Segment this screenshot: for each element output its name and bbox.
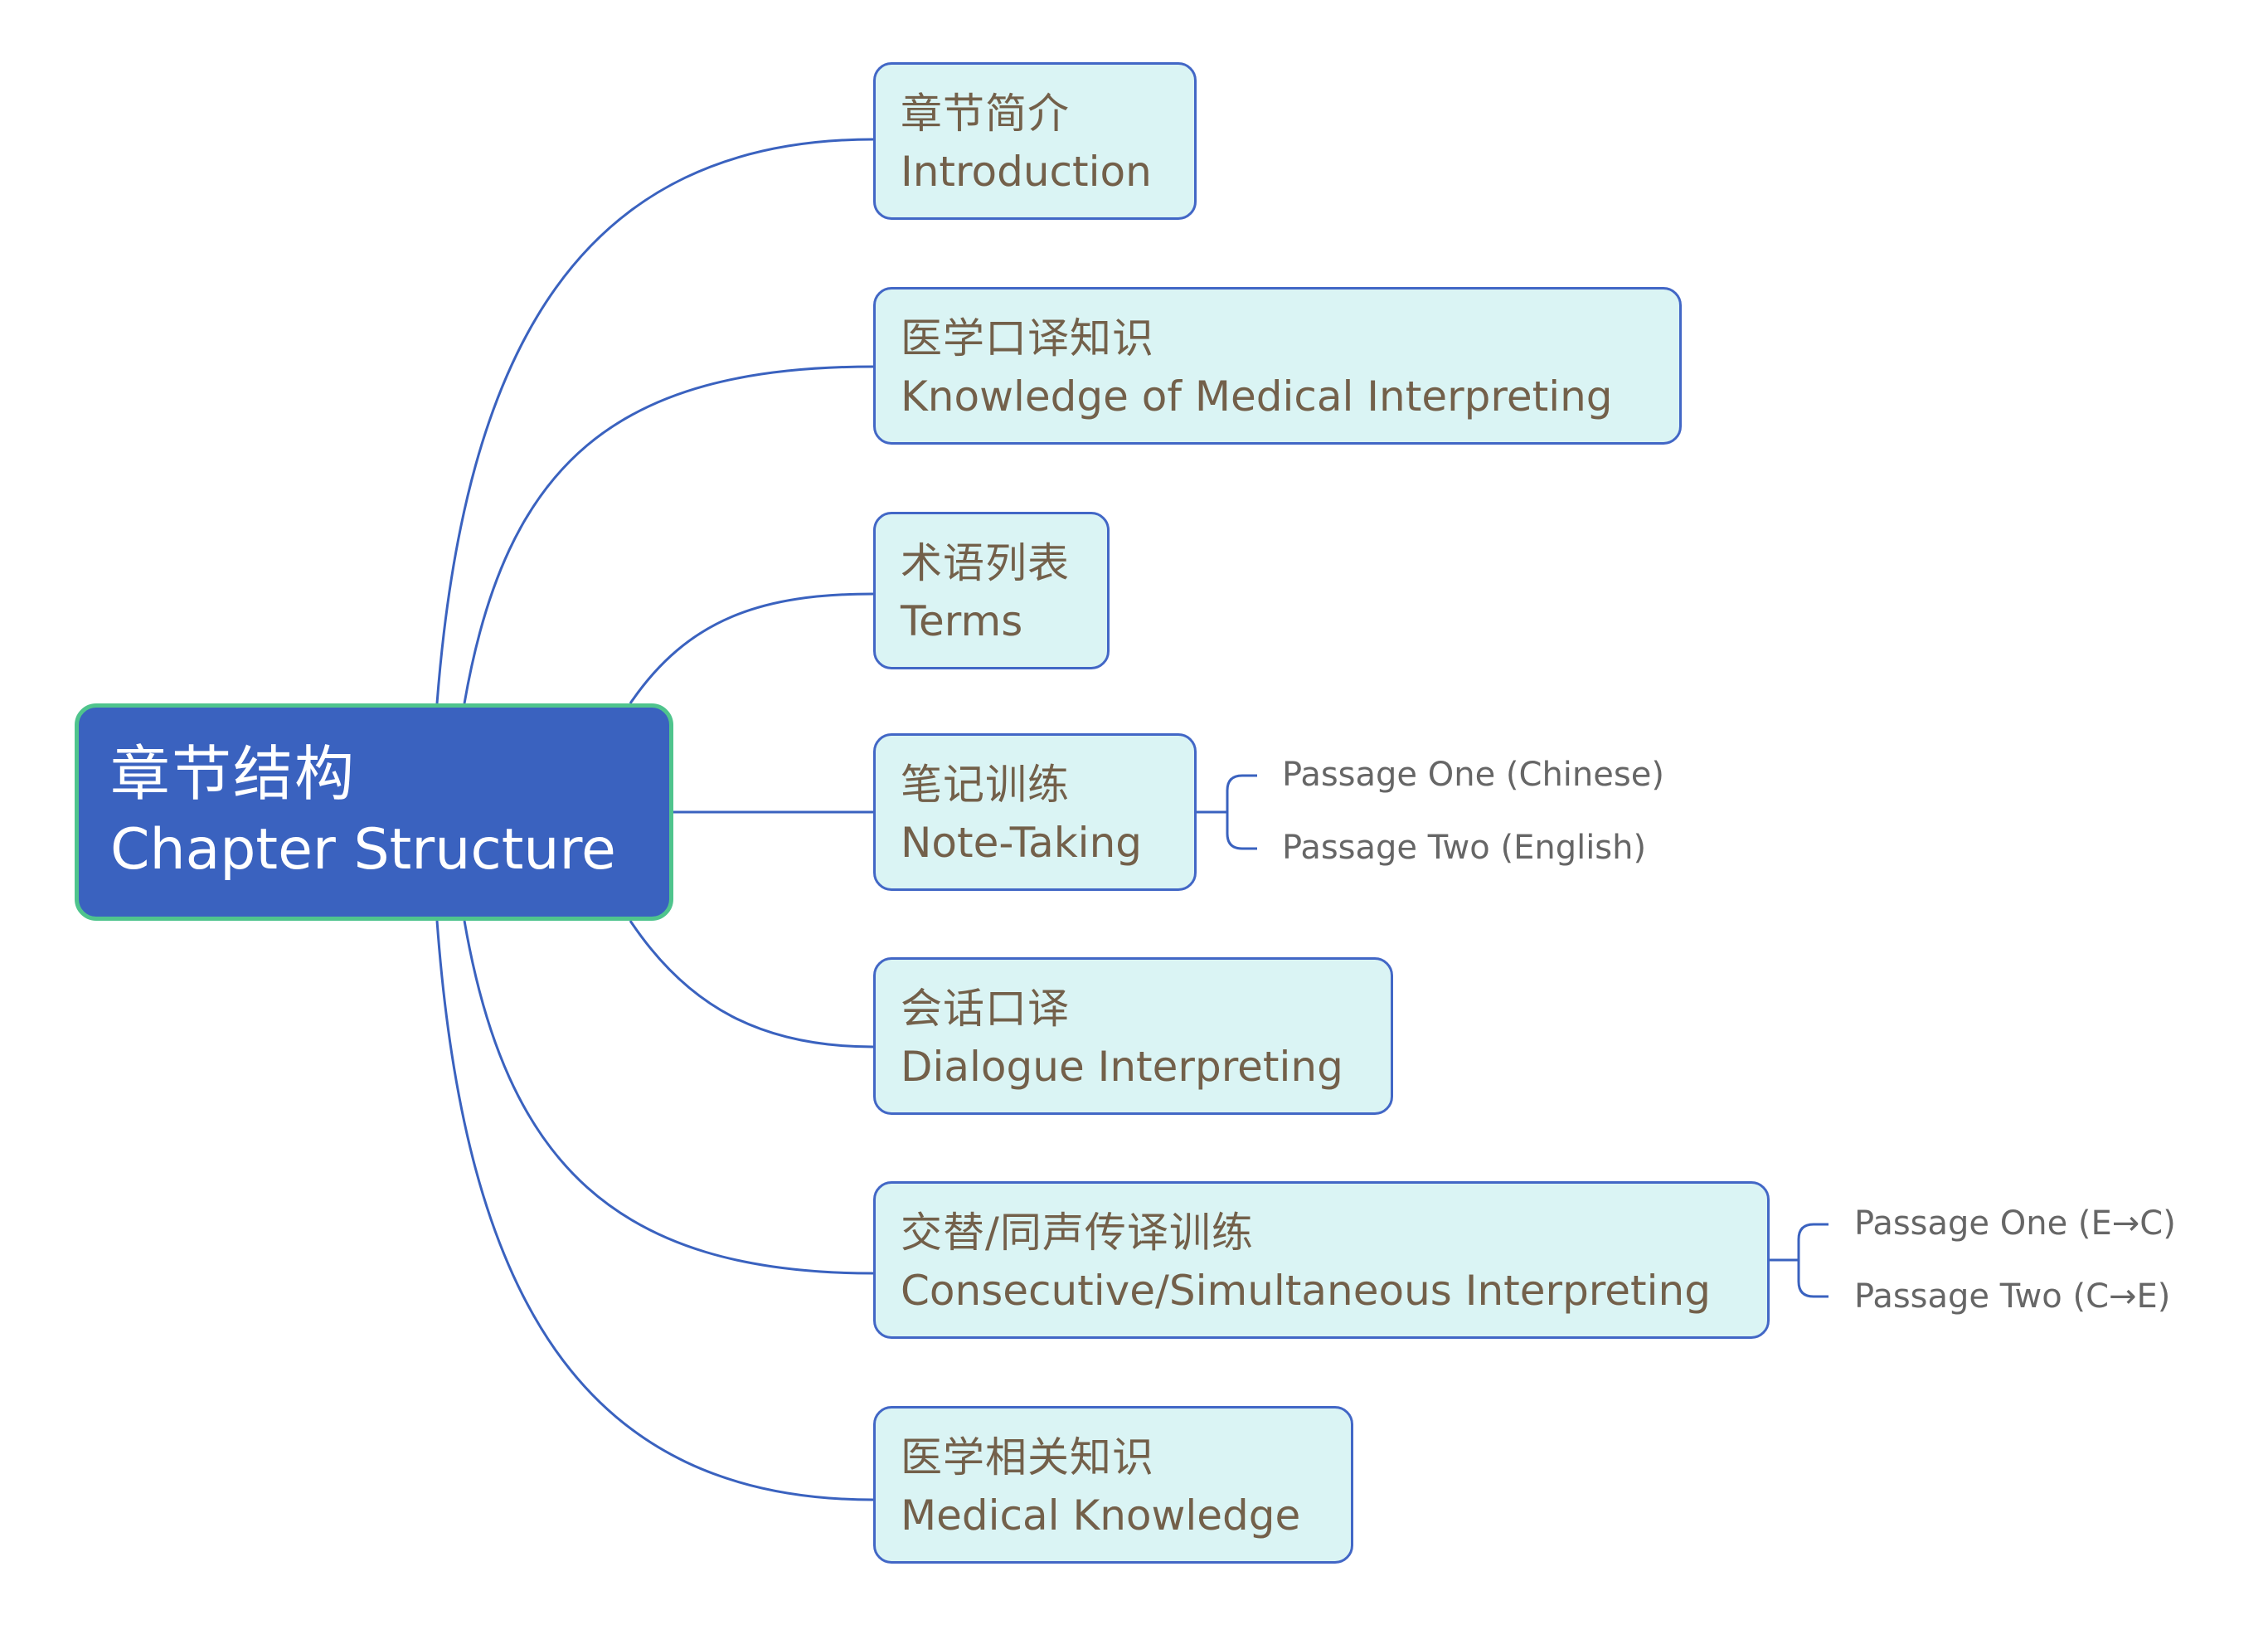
topic-label-zh: 医学相关知识 [901,1433,1154,1481]
topic-label-en: Consecutive/Simultaneous Interpreting [901,1267,1711,1315]
topic-label-zh: 术语列表 [901,539,1070,587]
central-topic[interactable]: 章节结构 Chapter Structure [75,703,673,921]
topic-dialogue-interpreting[interactable]: 会话口译 Dialogue Interpreting [873,957,1393,1115]
topic-label-en: Introduction [901,148,1152,196]
topic-knowledge-of-medical-interpreting[interactable]: 医学口译知识 Knowledge of Medical Interpreting [873,287,1682,445]
topic-terms[interactable]: 术语列表 Terms [873,512,1110,669]
subtopic-note-taking-passage-two[interactable]: Passage Two (English) [1282,829,1647,867]
subtopic-consecutive-passage-one[interactable]: Passage One (E→C) [1854,1204,2176,1243]
subtopic-note-taking-passage-one[interactable]: Passage One (Chinese) [1282,756,1664,794]
topic-label-en: Note-Taking [901,819,1142,867]
central-topic-title-en: Chapter Structure [110,817,616,883]
topic-label-zh: 笔记训练 [901,761,1070,809]
subtopic-consecutive-passage-two[interactable]: Passage Two (C→E) [1854,1277,2171,1316]
topic-label-en: Dialogue Interpreting [901,1043,1343,1091]
topic-label-en: Knowledge of Medical Interpreting [901,372,1613,421]
topic-introduction[interactable]: 章节简介 Introduction [873,62,1197,220]
connector-terms [629,592,874,704]
central-topic-title-zh: 章节结构 [110,739,357,809]
topic-label-zh: 会话口译 [901,985,1070,1033]
connector-introduction [435,138,874,704]
topic-medical-knowledge[interactable]: 医学相关知识 Medical Knowledge [873,1406,1353,1564]
connector-consecutive [463,920,874,1275]
topic-label-en: Terms [901,597,1023,645]
topic-consecutive-simultaneous-interpreting[interactable]: 交替/同声传译训练 Consecutive/Simultaneous Inter… [873,1181,1770,1339]
connector-dialogue [629,920,874,1048]
topic-label-en: Medical Knowledge [901,1491,1301,1540]
bracket-note-taking [1226,774,1257,850]
bracket-consecutive [1797,1223,1828,1298]
connector-knowledge [463,365,874,704]
connector-medical-knowledge [435,920,874,1501]
topic-label-zh: 交替/同声传译训练 [901,1209,1254,1257]
topic-label-zh: 医学口译知识 [901,314,1154,362]
topic-label-zh: 章节简介 [901,90,1070,138]
topic-note-taking[interactable]: 笔记训练 Note-Taking [873,733,1197,891]
